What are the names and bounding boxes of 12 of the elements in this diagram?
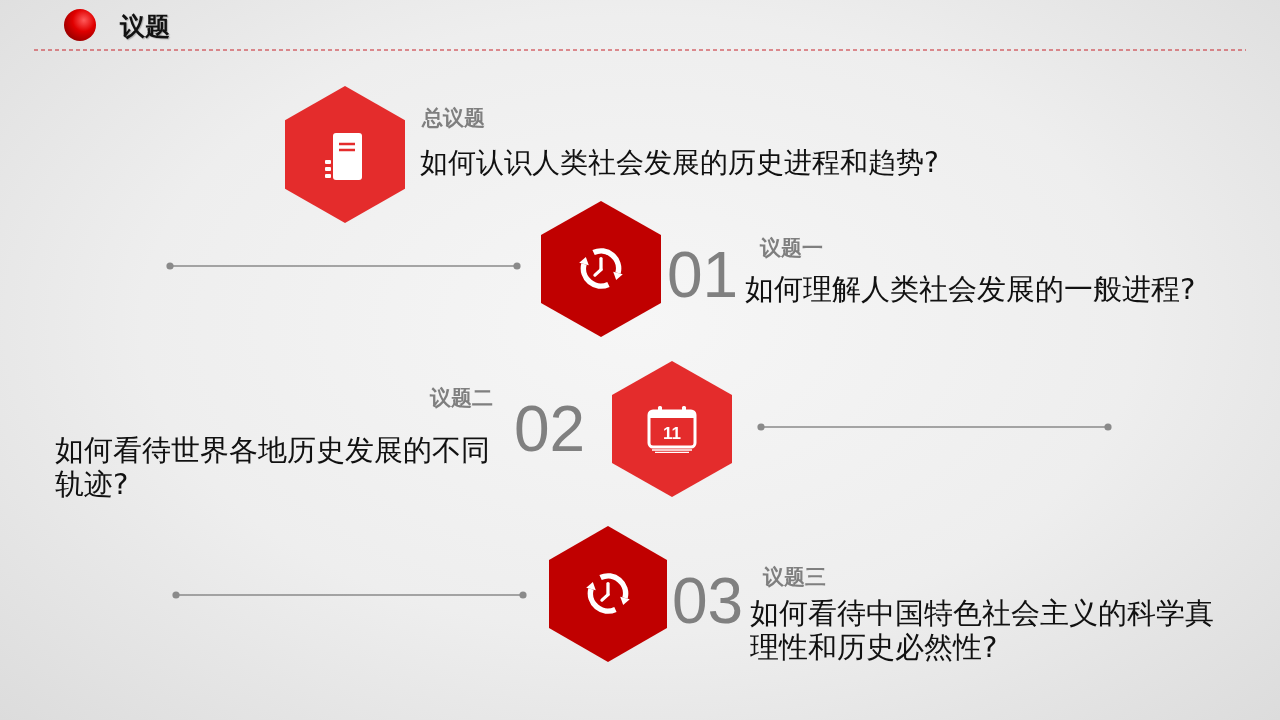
question-text: 如何看待中国特色社会主义的科学真理性和历史必然性? (750, 596, 1215, 664)
topic-heading: 议题二 (430, 386, 493, 410)
question-text: 如何理解人类社会发展的一般进程? (745, 272, 1196, 306)
question-text: 如何认识人类社会发展的历史进程和趋势? (420, 147, 939, 179)
topic-heading: 议题一 (760, 236, 823, 260)
step-number: 03 (672, 569, 744, 633)
step-number: 02 (514, 397, 586, 461)
question-text: 如何看待世界各地历史发展的不同轨迹? (55, 433, 491, 501)
step-number: 01 (667, 243, 739, 307)
topic-heading: 总议题 (422, 106, 485, 130)
page-title: 议题 (120, 12, 170, 42)
topic-heading: 议题三 (763, 565, 826, 589)
